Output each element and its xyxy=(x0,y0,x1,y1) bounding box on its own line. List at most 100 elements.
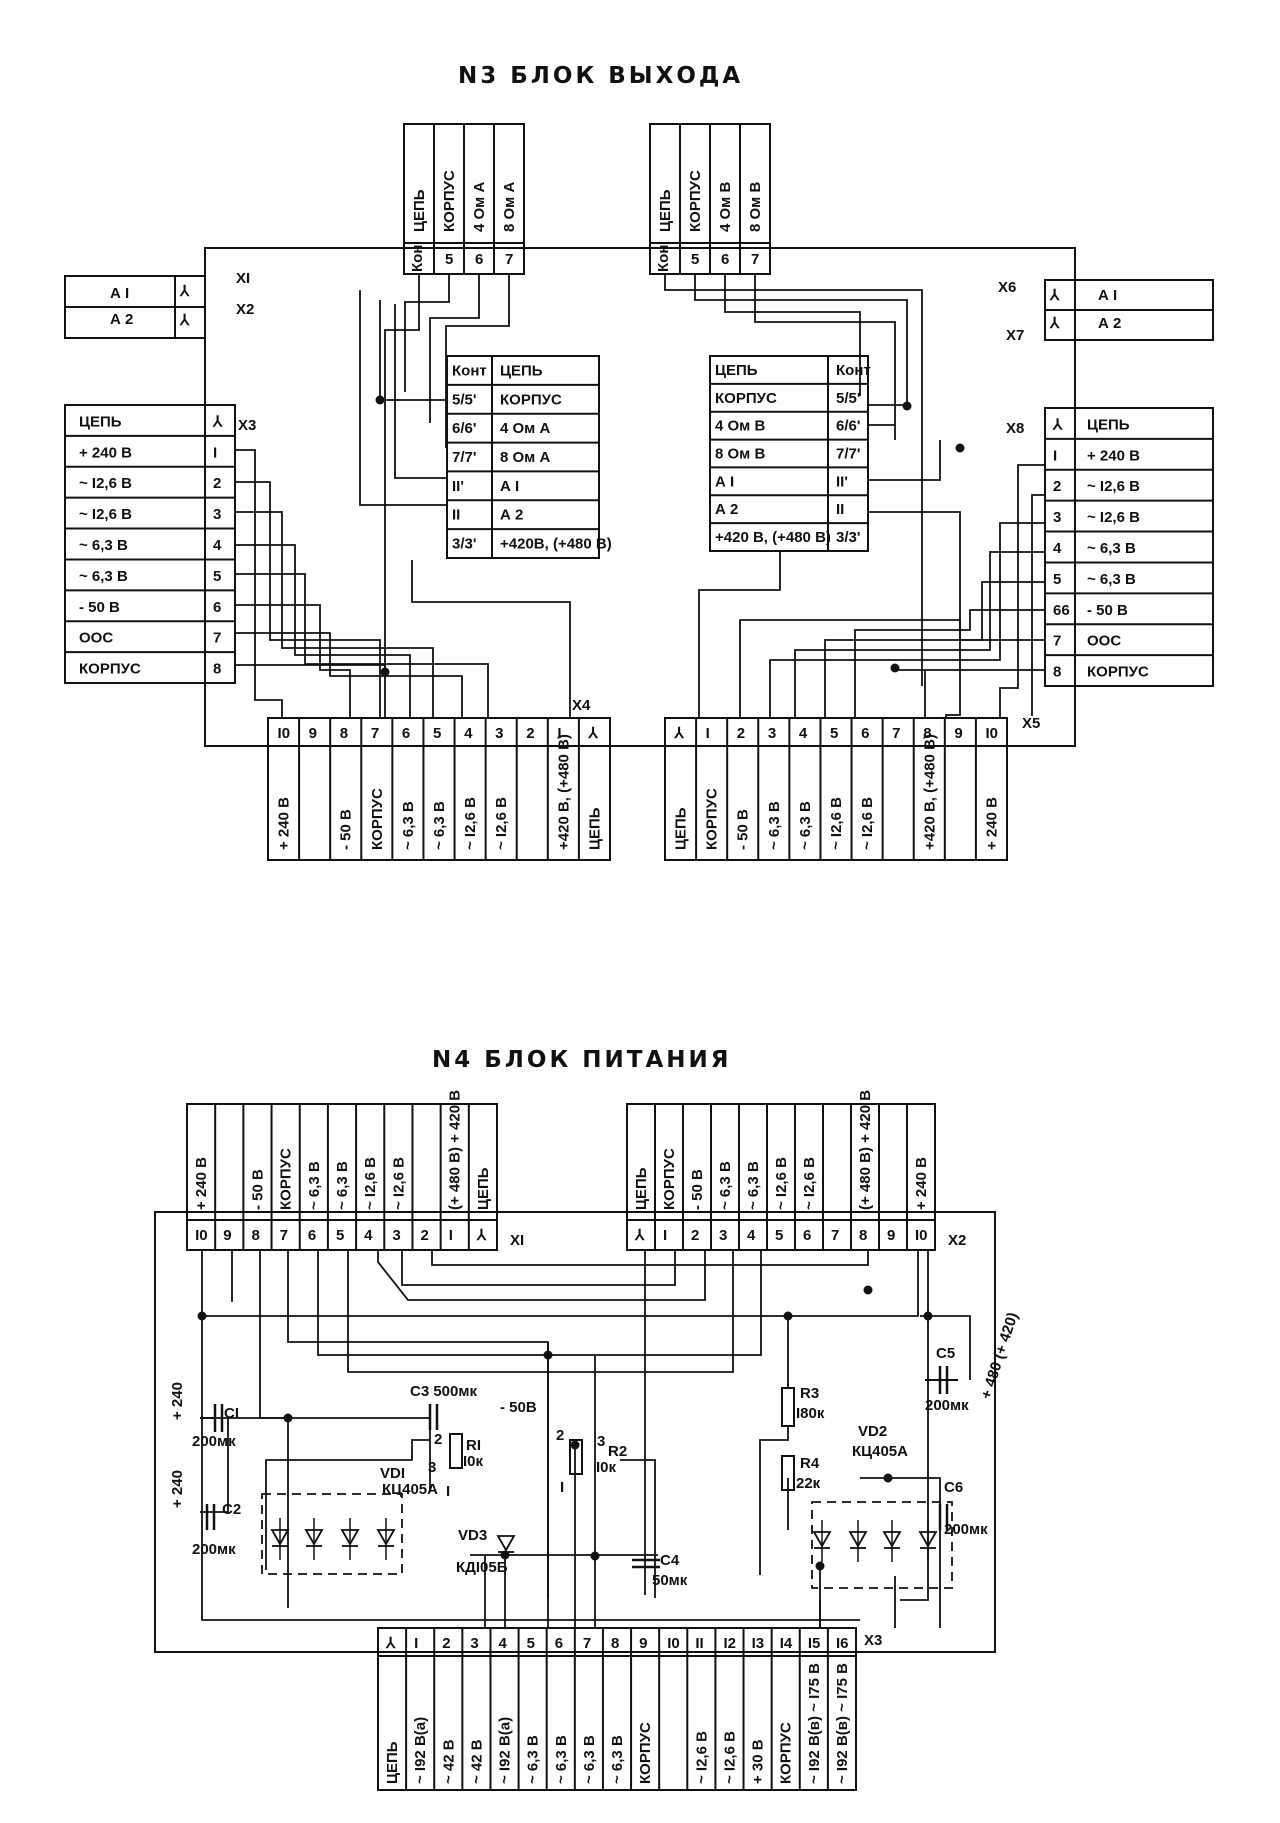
n3-x4-pin-7: 3 xyxy=(495,725,503,742)
n4-title: N4 БЛОК ПИТАНИЯ xyxy=(432,1047,731,1073)
n4-x1-label-10: ЦЕПЬ xyxy=(475,1167,492,1210)
n3-x4-pin-6: 4 xyxy=(464,725,473,742)
n4-x3-pin-8: 8 xyxy=(611,1635,619,1652)
capacitor-c4: C4 50мк xyxy=(632,1552,688,1589)
n3-x3-row-7-label: ООС xyxy=(79,630,113,647)
n3-x3-row-1-label: + 240 В xyxy=(79,444,132,461)
diode-bridge-vd1: VDI КЦ405А xyxy=(261,1465,438,1575)
n3-x4-label-4: ~ 6,3 В xyxy=(400,801,417,850)
n3-x4-id: X4 xyxy=(572,697,591,714)
n3-x1-pin: ⅄ xyxy=(179,283,190,300)
n4-x3-pin-15: I5 xyxy=(808,1635,821,1652)
n4-x3-label-4: ~ I92 В(а) xyxy=(497,1717,514,1784)
n4-x1-pin-2: 8 xyxy=(251,1227,259,1244)
n4-x3-label-0: ЦЕПЬ xyxy=(384,1741,401,1784)
n3-x5-pin-7: 7 xyxy=(892,725,900,742)
n4-x3-label-14: КОРПУС xyxy=(778,1722,795,1784)
n4-x2-pin-1: I xyxy=(663,1227,667,1244)
n3-x8-connector: X8 ЦЕПЬ⅄+ 240 ВI~ I2,6 В2~ I2,6 В3~ 6,3 … xyxy=(1006,407,1214,687)
n4-x3-label-1: ~ I92 В(а) xyxy=(412,1717,429,1784)
n3-x4-label-7: ~ I2,6 В xyxy=(493,797,510,850)
n3-x5-label-10: + 240 В xyxy=(983,797,1000,850)
n3-x4-pin-0: I0 xyxy=(278,725,291,742)
n3-x3-row-0-pin: ⅄ xyxy=(212,413,223,430)
n4-x2-label-8: (+ 480 В) + 420 В xyxy=(857,1090,874,1210)
n4-x2-id: X2 xyxy=(948,1232,966,1249)
vd2-type: КЦ405А xyxy=(852,1443,908,1460)
n3-x4-pin-4: 6 xyxy=(402,725,410,742)
n4-x3-pin-11: II xyxy=(695,1635,703,1652)
n3-inl-row-4-col-1: А 2 xyxy=(500,507,523,524)
resistor-r2: R2 I0к xyxy=(569,1439,627,1476)
n3-x5-pin-2: 2 xyxy=(737,725,745,742)
vd2-diode-0 xyxy=(812,1520,832,1562)
n3-x5-label-4: ~ 6,3 В xyxy=(797,801,814,850)
n4-x3-label-15: ~ I92 В(в) ~ I75 В xyxy=(806,1663,823,1784)
n3-x8-row-5-pin: 5 xyxy=(1053,571,1061,588)
n3-tl-header-1: КОРПУС xyxy=(441,170,458,232)
n3-tr-header-3: 8 Ом В xyxy=(747,182,764,232)
n4-x1-pin-5: 5 xyxy=(336,1227,344,1244)
n3-x5-label-1: КОРПУС xyxy=(704,788,721,850)
n3-inr-row-1-col-0: 4 Ом В xyxy=(715,418,765,435)
n3-x8-row-0-label: ЦЕПЬ xyxy=(1087,416,1130,433)
n4-x1-pin-9: I xyxy=(449,1227,453,1244)
n3-x4-pin-3: 7 xyxy=(371,725,379,742)
n4-x1-label-4: ~ 6,3 В xyxy=(306,1161,323,1210)
n4-junctions xyxy=(197,1285,933,1571)
n3-x3-row-0-label: ЦЕПЬ xyxy=(79,413,122,430)
annot-n1b: I xyxy=(560,1479,564,1496)
n3-x5-pin-5: 5 xyxy=(830,725,838,742)
n3-x8-id: X8 xyxy=(1006,420,1024,437)
n3-inr-header-1: Конт xyxy=(836,362,871,379)
n3-inr-row-2-col-1: 7/7' xyxy=(836,446,860,463)
n4-x3-pin-14: I4 xyxy=(780,1635,793,1652)
n4-x3-id: X3 xyxy=(864,1632,882,1649)
n4-x1-pin-0: I0 xyxy=(195,1227,208,1244)
n3-x3-row-6-label: - 50 В xyxy=(79,599,120,616)
n4-x3-pin-4: 4 xyxy=(499,1635,508,1652)
n4-x3-pin-10: I0 xyxy=(667,1635,680,1652)
vd2-diode-3 xyxy=(918,1520,938,1562)
n3-inr-row-1-col-1: 6/6' xyxy=(836,418,860,435)
n4-x3-label-2: ~ 42 В xyxy=(440,1739,457,1784)
resistor-r1: RI I0к xyxy=(449,1433,484,1470)
n4-x2-label-2: - 50 В xyxy=(689,1169,706,1210)
n3-x3-row-4-pin: 4 xyxy=(213,537,222,554)
n4-x2-label-3: ~ 6,3 В xyxy=(717,1161,734,1210)
n3-inl-row-1-col-1: 4 Ом А xyxy=(500,420,550,437)
resistor-r3: R3 I80к xyxy=(781,1385,825,1427)
n4-x2-pin-10: I0 xyxy=(915,1227,928,1244)
n3-inl-row-1-col-0: 6/6' xyxy=(452,420,476,437)
n3-x1-x2-connector: А I А 2 ⅄ ⅄ XI X2 xyxy=(64,270,254,339)
n3-junctions xyxy=(375,395,965,677)
n3-tl-pin-2: 6 xyxy=(475,251,483,268)
n3-x5-label-6: ~ I2,6 В xyxy=(859,797,876,850)
annot-n1: I xyxy=(446,1483,450,1500)
n3-x4-pin-8: 2 xyxy=(526,725,534,742)
n3-x6-pin: ⅄ xyxy=(1049,287,1060,304)
n4-x2-label-1: КОРПУС xyxy=(661,1148,678,1210)
n4-x2-pin-0: ⅄ xyxy=(634,1227,645,1244)
vd1-type: КЦ405А xyxy=(382,1481,438,1498)
vd2-diode-2 xyxy=(882,1520,902,1562)
capacitor-c2: C2 200мк xyxy=(192,1501,241,1558)
n3-x8-row-8-pin: 8 xyxy=(1053,664,1061,681)
n3-title: N3 БЛОК ВЫХОДА xyxy=(458,63,743,89)
n3-tl-header-0: ЦЕПЬ xyxy=(411,189,428,232)
n3-x7-label: А 2 xyxy=(1098,315,1121,332)
n4-x2-pin-3: 3 xyxy=(719,1227,727,1244)
n3-inr-row-0-col-0: КОРПУС xyxy=(715,390,777,407)
n3-x3-row-5-label: ~ 6,3 В xyxy=(79,568,128,585)
n3-tl-header-3: 8 Ом А xyxy=(501,182,518,232)
n4-x1-label-2: - 50 В xyxy=(249,1169,266,1210)
n3-inr-row-4-col-1: II xyxy=(836,501,844,518)
n3-x4-label-3: КОРПУС xyxy=(369,788,386,850)
n3-inl-row-0-col-0: 5/5' xyxy=(452,391,476,408)
n3-x7-id: X7 xyxy=(1006,327,1024,344)
